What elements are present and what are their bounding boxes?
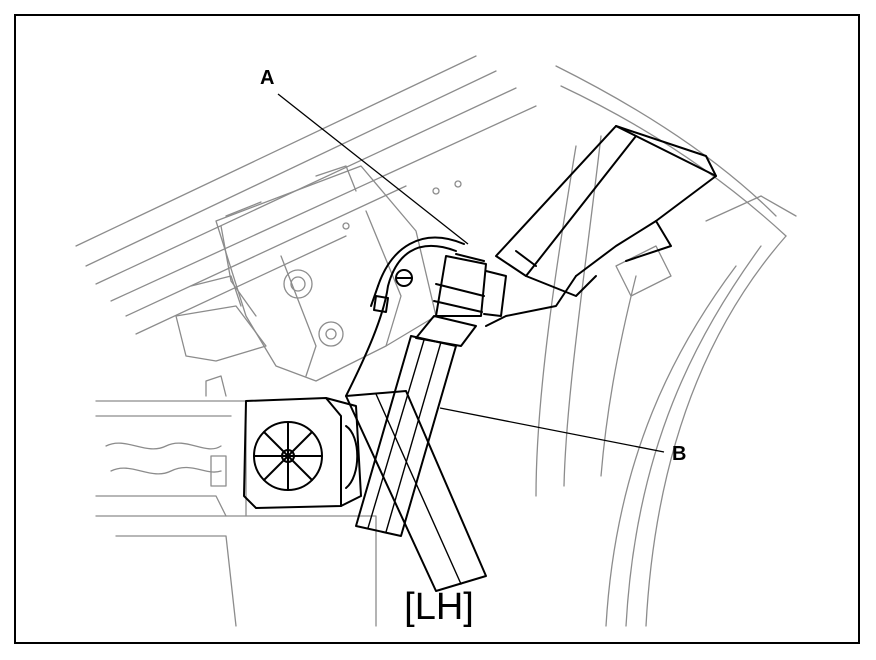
diagram-frame: A B [LH] [14, 14, 860, 644]
callout-label-b: B [672, 443, 687, 465]
leader-line-a [277, 93, 469, 245]
callout-label-a: A [260, 67, 275, 89]
support-rod [345, 390, 487, 592]
lower-housing [95, 375, 377, 627]
hinge-arm [485, 125, 717, 327]
hinge-bracket [175, 165, 462, 382]
roof-rail-lines [75, 55, 537, 335]
quarter-panel-lines [535, 65, 797, 627]
wire-harness [345, 236, 465, 397]
motor-unit [243, 397, 362, 509]
technical-illustration [75, 55, 797, 627]
leader-line-b [439, 407, 665, 453]
diagram-caption: [LH] [404, 586, 474, 628]
